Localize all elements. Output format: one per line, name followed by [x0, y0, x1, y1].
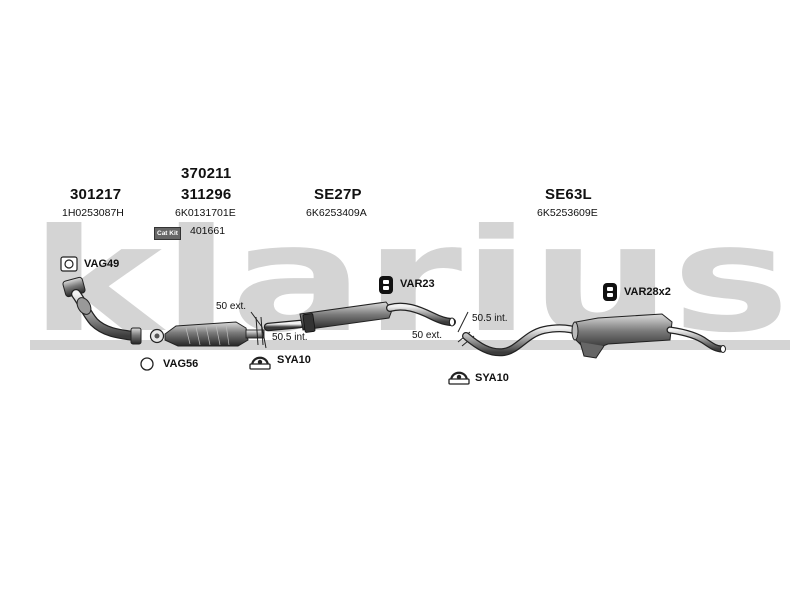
cat-kit-number: 401661 [190, 225, 226, 237]
cat-kit-badge: Cat Kit [154, 227, 181, 240]
part-number-se63l: SE63L [545, 186, 592, 203]
dimension-label-int: 50.5 int. [472, 313, 508, 324]
joint-1-marker [250, 311, 267, 349]
fitting-label-vag49: VAG49 [84, 258, 120, 270]
part-number-370211: 370211 [181, 165, 232, 182]
fitting-label-var23: VAR23 [400, 278, 435, 290]
fitting-label-sya10: SYA10 [277, 354, 311, 366]
part-number-se27p: SE27P [314, 186, 362, 203]
oem-number-6k5253609e: 6K5253609E [537, 207, 598, 219]
fitting-label-vag56: VAG56 [163, 358, 199, 370]
dimension-label-int: 50.5 int. [272, 332, 308, 343]
rubber-mount-var28-icon [603, 283, 617, 301]
clamp-sya10-icon [249, 356, 271, 370]
centre-silencer-se27p [263, 301, 456, 333]
catalytic-converter-311296 [149, 321, 265, 347]
oem-number-6k6253409a: 6K6253409A [306, 207, 367, 219]
dimension-label-ext: 50 ext. [216, 301, 247, 312]
clamp-sya10-icon [448, 371, 470, 385]
part-number-311296: 311296 [181, 186, 232, 203]
gasket-vag49-icon [60, 256, 78, 272]
oem-number-1h0253087h: 1H0253087H [62, 207, 124, 219]
rear-silencer-se63l [462, 313, 726, 359]
gasket-vag56-icon [140, 357, 154, 371]
front-pipe-301217 [62, 276, 142, 345]
part-number-301217: 301217 [70, 186, 122, 203]
fitting-label-sya10: SYA10 [475, 372, 509, 384]
fitting-label-var28: VAR28x2 [624, 286, 671, 298]
oem-number-6k0131701e: 6K0131701E [175, 207, 236, 219]
dimension-label-ext: 50 ext. [412, 330, 443, 341]
rubber-mount-var23-icon [379, 276, 393, 294]
